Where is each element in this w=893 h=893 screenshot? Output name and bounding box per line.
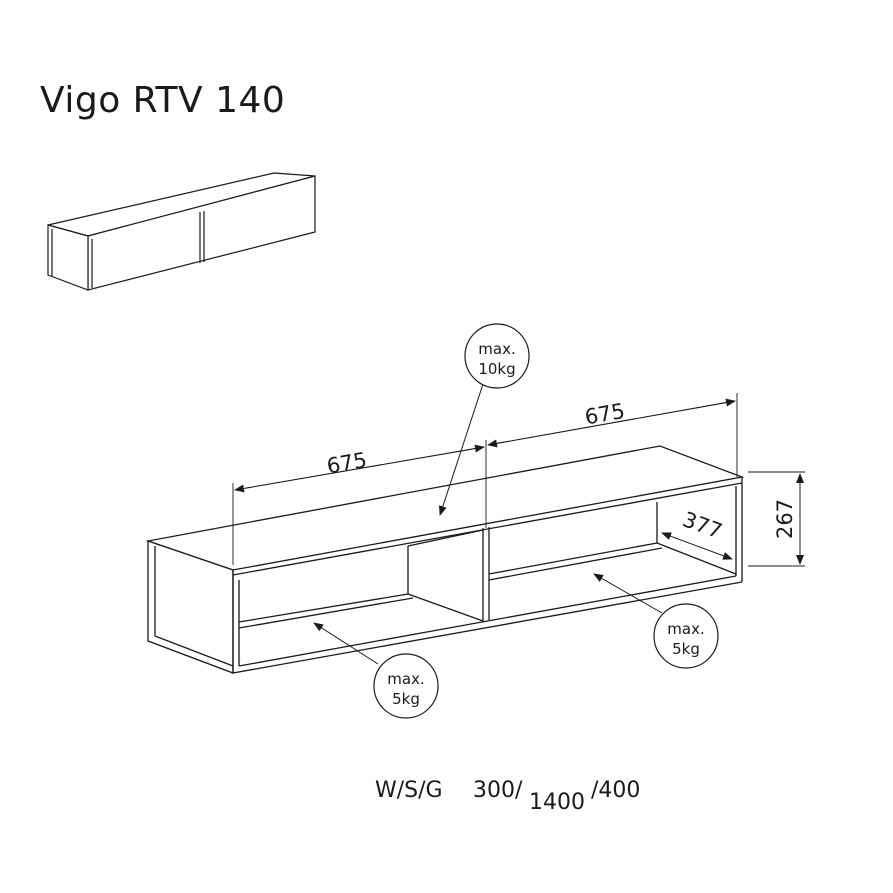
dimension-depth: 377 (679, 507, 725, 543)
footer-label: W/S/G (375, 778, 443, 803)
footer-depth: /400 (591, 778, 641, 803)
cabinet-thumbnail (47, 172, 316, 291)
dimension-lines (232, 393, 805, 567)
load-callout-left-shelf: max. 5kg (313, 622, 439, 719)
cabinet-drawing (145, 445, 745, 674)
load-callout-right-shelf: max. 5kg (593, 573, 719, 669)
dimension-height: 267 (773, 499, 797, 539)
load-callout-top: max. 10kg (439, 323, 530, 516)
dimension-left-width: 675 (325, 448, 369, 479)
load-right-line2: 5kg (672, 640, 700, 658)
footer-width: 300/ (473, 778, 523, 803)
load-top-line1: max. (478, 340, 515, 358)
load-top-line2: 10kg (478, 360, 515, 378)
dimension-right-width: 675 (583, 399, 627, 430)
load-left-line2: 5kg (392, 690, 420, 708)
load-right-line1: max. (667, 620, 704, 638)
footer-length: 1400 (529, 790, 585, 815)
product-title: Vigo RTV 140 (40, 80, 286, 121)
load-left-line1: max. (387, 670, 424, 688)
